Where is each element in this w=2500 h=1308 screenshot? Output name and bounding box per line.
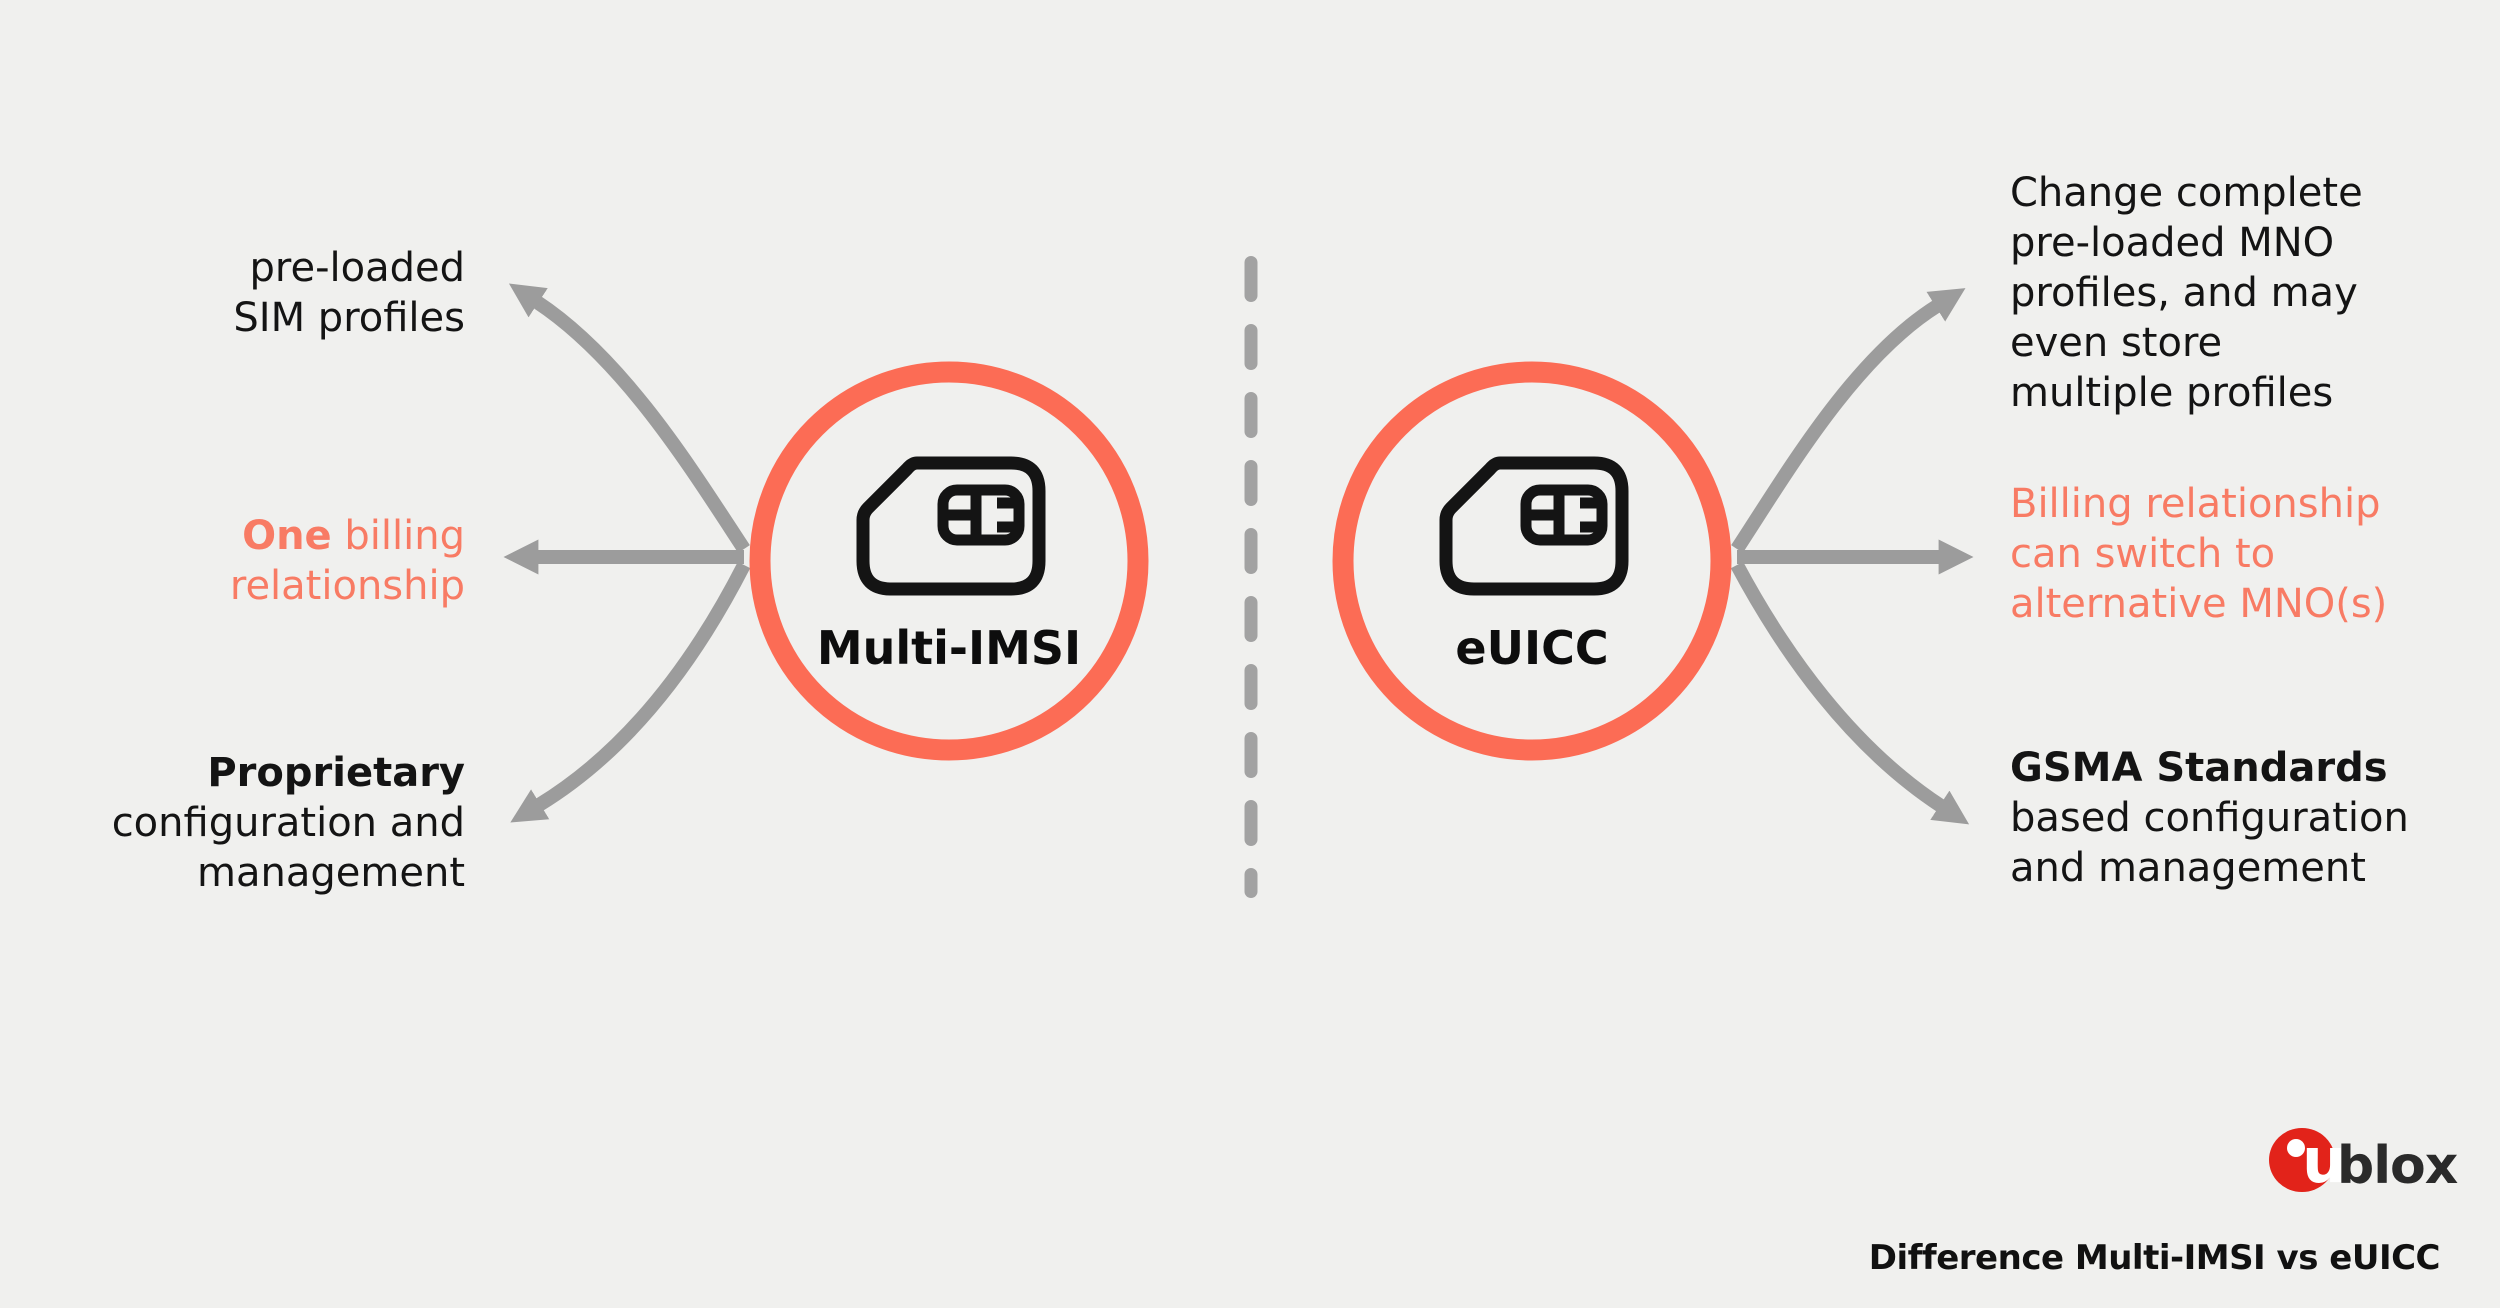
label-line: profiles, and may: [2010, 270, 2358, 316]
label-line: configuration and: [111, 800, 465, 846]
label-line: Proprietary: [207, 750, 465, 796]
arrow-top-left: [508, 283, 750, 553]
label-line: multiple profiles: [2010, 370, 2334, 416]
arrow-group-right: [1730, 288, 1974, 825]
label-line: Change complete: [2010, 170, 2363, 216]
euicc-circle: [1332, 361, 1732, 761]
arrow-group-left: [503, 283, 751, 823]
label-line: pre-loaded: [249, 245, 466, 291]
label-line: and management: [2010, 845, 2366, 891]
ublox-logo-dot: [2287, 1139, 2305, 1157]
arrow-top-right: [1731, 288, 1966, 553]
label-line: One billing: [242, 513, 465, 559]
euicc-title: eUICC: [1455, 621, 1609, 675]
sim-card-icon: [1439, 456, 1629, 596]
label-line: based configuration: [2010, 795, 2409, 841]
label-line: can switch to: [2010, 531, 2276, 577]
label-line: management: [197, 850, 465, 896]
label-line: Billing relationship: [2010, 481, 2381, 527]
ublox-logo-u: u: [2302, 1124, 2347, 1197]
label-line: pre-loaded MNO: [2010, 220, 2335, 266]
footer-caption: Difference Multi-IMSI vs eUICC: [1868, 1238, 2441, 1278]
label-line: relationship: [229, 563, 465, 609]
ublox-logo-bubble: [2269, 1128, 2335, 1192]
ublox-logo-text: blox: [2337, 1136, 2458, 1196]
label-line: alternative MNO(s): [2010, 581, 2388, 627]
multi-imsi-title: Multi-IMSI: [816, 621, 1082, 675]
label-line: SIM profiles: [233, 295, 465, 341]
label-line: GSMA Standards: [2010, 745, 2388, 791]
multi-imsi-circle: [749, 361, 1149, 761]
sim-card-icon: [856, 456, 1046, 596]
label-line: even store: [2010, 320, 2223, 366]
arrow-bottom-left: [510, 561, 751, 823]
arrow-bottom-right: [1730, 561, 1970, 825]
